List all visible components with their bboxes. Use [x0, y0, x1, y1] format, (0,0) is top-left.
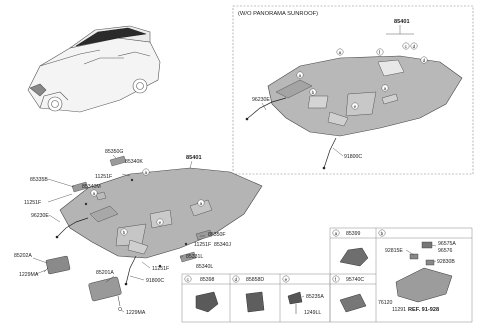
legend-b-part3: 96576 [438, 248, 453, 254]
label-85335B: 85335B [30, 177, 48, 183]
legend-b-part6: 11291 [392, 307, 406, 313]
label-85401: 85401 [186, 155, 202, 161]
svg-text:e: e [285, 277, 288, 282]
legend-e-part1: 85235A [306, 294, 324, 300]
callout-a-inset-3: a [381, 84, 389, 92]
svg-text:b: b [312, 90, 315, 95]
roof-lining-highlight [75, 27, 147, 47]
callout-b-main: b [120, 228, 128, 236]
callout-f-inset: f [376, 48, 384, 56]
label-85201A: 85201A [96, 270, 114, 276]
svg-text:d: d [413, 44, 416, 49]
label-85350F: 85350F [208, 232, 226, 238]
legend-c-part: 85398 [200, 277, 215, 283]
label-96230E: 96230E [31, 213, 49, 219]
label-85350G: 85350G [105, 149, 123, 155]
legend-table [181, 227, 473, 323]
svg-text:f: f [335, 277, 337, 282]
label-1229MA-a: 1229MA [19, 272, 39, 278]
svg-text:c: c [187, 277, 190, 282]
label-85340J: 85340J [214, 242, 231, 248]
legend-d-part: 85858D [246, 277, 264, 283]
svg-text:a: a [335, 231, 338, 236]
legend-cell-b: b 92815E 96575A 96576 92830B 76120 11291… [378, 229, 456, 313]
svg-text:f: f [379, 50, 381, 55]
svg-text:e: e [159, 220, 162, 225]
callout-a-main-3: a [197, 199, 205, 207]
callout-e-main: e [156, 218, 164, 226]
label-11251F-a: 11251F [95, 174, 112, 180]
label-85340K: 85340K [125, 159, 143, 165]
label-85401-inset: 85401 [394, 19, 410, 25]
legend-a-part: 85399 [346, 231, 361, 237]
legend-e-part2: 1249LL [304, 310, 321, 316]
label-85331L: 85331L [186, 254, 203, 260]
callout-e-inset: e [351, 102, 359, 110]
sun-visor-left [45, 255, 71, 275]
callout-a-main: a [142, 168, 150, 176]
svg-text:b: b [381, 231, 384, 236]
svg-text:a: a [93, 191, 96, 196]
label-85340L: 85340L [196, 264, 213, 270]
label-11251F-d: 11251F [152, 266, 169, 272]
sun-visor-right [88, 276, 122, 302]
callout-d-inset-2: d [420, 56, 428, 64]
svg-text:a: a [299, 73, 302, 78]
callout-a-inset: a [336, 48, 344, 56]
label-11251F-b: 11251F [24, 200, 41, 206]
callout-a-main-2: a [90, 189, 98, 197]
legend-cell-e: e 85235A 1249LL [282, 275, 324, 316]
label-1229MA-b: 1229MA [126, 310, 146, 316]
legend-b-part2: 96575A [438, 241, 456, 247]
svg-text:d: d [235, 277, 238, 282]
label-11251F-c: 11251F [194, 242, 211, 248]
legend-b-part1: 92815E [385, 248, 403, 254]
legend-cell-a: a 85399 [332, 229, 369, 267]
car-illustration [27, 25, 161, 113]
legend-cell-c: c 85398 [184, 275, 219, 313]
legend-b-ref: REF. 91-928 [408, 307, 439, 313]
legend-f-part: 95740C [346, 277, 364, 283]
svg-text:d: d [423, 58, 426, 63]
svg-text:a: a [200, 201, 203, 206]
label-85202A: 85202A [14, 253, 32, 259]
label-96230E-inset: 96230E [252, 97, 270, 103]
main-headlining: 85350G 85340K 11251F 85335B 85340M 11251… [14, 149, 263, 316]
legend-cell-d: d 85858D [232, 275, 264, 313]
callout-d-inset: d [410, 42, 418, 50]
svg-text:a: a [384, 86, 387, 91]
legend-b-part5: 76120 [378, 300, 393, 306]
label-85340M: 85340M [82, 184, 101, 190]
callout-a-inset-2: a [296, 71, 304, 79]
callout-c-inset: c [402, 42, 410, 50]
svg-text:c: c [405, 44, 408, 49]
legend-b-part4: 92830B [437, 259, 455, 265]
callout-b-inset: b [309, 88, 317, 96]
label-91800C-inset: 91800C [344, 154, 362, 160]
svg-text:e: e [354, 104, 357, 109]
inset-panel: (W/O PANORAMA SUNROOF) 85401 96230E 9180… [232, 5, 474, 175]
inset-title: (W/O PANORAMA SUNROOF) [238, 11, 318, 17]
svg-text:a: a [339, 50, 342, 55]
svg-text:a: a [145, 170, 148, 175]
svg-text:b: b [123, 230, 126, 235]
label-91800C: 91800C [146, 278, 164, 284]
legend-cell-f: f 95740C [332, 275, 367, 313]
